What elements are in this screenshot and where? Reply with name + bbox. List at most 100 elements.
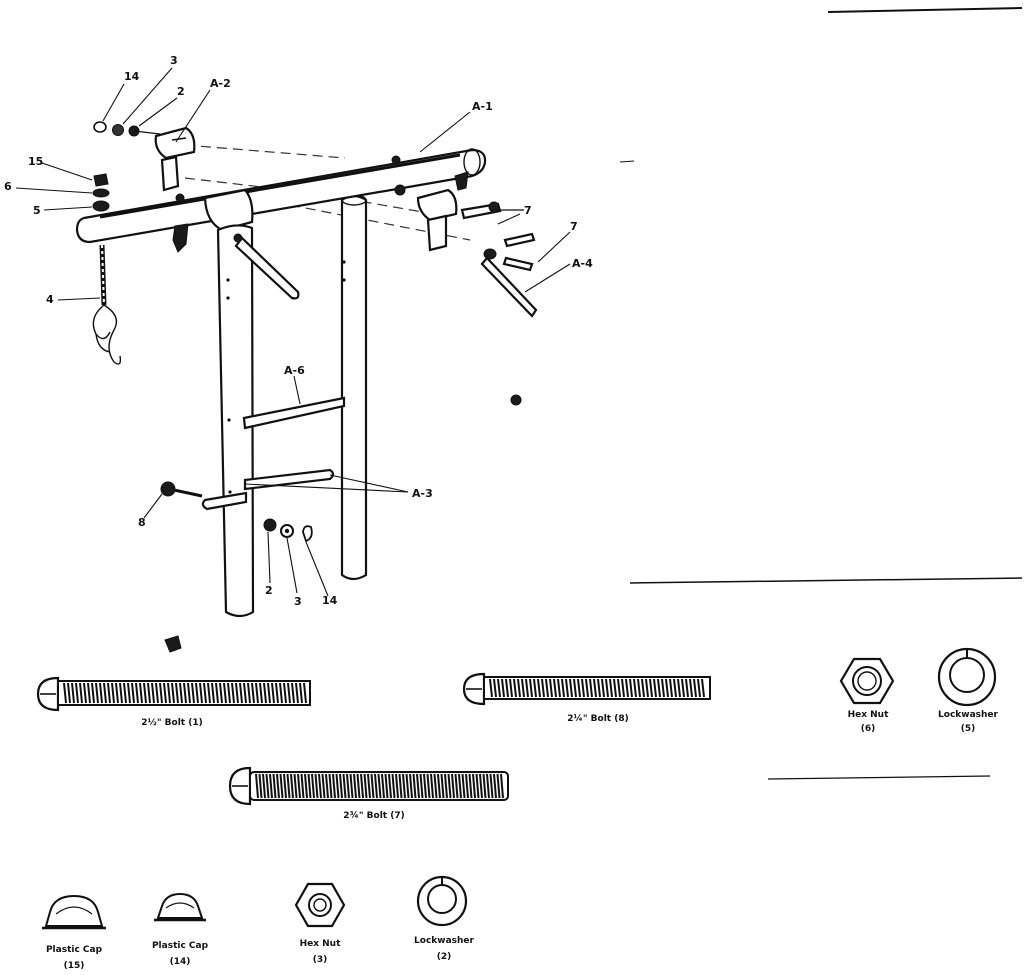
bolt-thread <box>271 682 275 704</box>
bolt-thread <box>589 678 593 698</box>
hex-nut-6-name: Hex Nut <box>848 710 890 720</box>
hanger-clamp <box>172 223 189 253</box>
left-leg-post <box>216 224 255 618</box>
bolt-thread <box>239 682 243 704</box>
bolt-thread <box>657 678 661 698</box>
bolt-thread <box>374 773 378 799</box>
bolt-thread <box>549 678 553 698</box>
bolt-thread <box>339 773 343 799</box>
leader-5 <box>43 206 93 211</box>
bolt-thread <box>685 678 689 698</box>
bolt-thread <box>621 678 625 698</box>
bolt-thread <box>171 682 175 704</box>
bolt-thread <box>697 678 701 698</box>
leader-3-top <box>122 67 173 125</box>
bolt-thread <box>276 773 280 799</box>
bolt-thread <box>381 773 385 799</box>
leader-a3b <box>244 483 409 493</box>
bolt-hole <box>226 278 230 282</box>
bolt-thread <box>665 678 669 698</box>
bolt-thread <box>290 773 294 799</box>
bolt-thread <box>287 682 291 704</box>
callout-a2: A-2 <box>210 77 231 90</box>
bolt-thread <box>356 773 361 799</box>
bolt-thread <box>529 678 533 698</box>
hanger-clamp <box>454 171 469 191</box>
leader-3-bot <box>286 537 298 594</box>
bolt-thread <box>419 773 424 799</box>
scan-line <box>827 7 1023 13</box>
leader-a2 <box>175 89 211 143</box>
bottom-fastener-group <box>160 481 313 543</box>
bolt-thread <box>402 773 406 799</box>
bolt-thread <box>437 773 441 799</box>
crossbar-end-cap <box>463 148 481 176</box>
end-fastener-stack <box>92 173 110 212</box>
bolt-thread <box>179 682 183 704</box>
bolt-thread <box>291 682 295 704</box>
scan-line <box>629 577 1023 584</box>
lockwasher-5-name: Lockwasher <box>938 710 998 720</box>
brace-a3-upper <box>243 468 335 491</box>
callout-a4: A-4 <box>572 257 593 270</box>
callout-a6: A-6 <box>284 364 305 377</box>
bolt-thread <box>577 678 581 698</box>
bolt-thread <box>430 773 434 799</box>
bolt-thread <box>304 773 308 799</box>
bolt-thread <box>482 773 487 799</box>
bolt-thread <box>423 773 427 799</box>
brace-a3-lower <box>201 491 248 511</box>
bolt-thread <box>307 773 312 799</box>
bolt-thread <box>71 682 75 704</box>
bolt-thread <box>63 682 67 704</box>
bolt-thread <box>597 678 601 698</box>
bolt-thread <box>489 678 493 698</box>
hex-nut-3-name: Hex Nut <box>300 939 342 949</box>
bolt-thread <box>689 678 693 698</box>
bolt-thread <box>370 773 375 799</box>
bolt-thread <box>493 773 497 799</box>
bolt-thread <box>283 682 287 704</box>
bolt-thread <box>267 682 271 704</box>
bolt-thread <box>255 682 259 704</box>
hex-nut-6 <box>839 657 895 705</box>
bolt-thread <box>67 682 71 704</box>
bolt-thread <box>486 773 490 799</box>
callout-3-bot: 3 <box>294 595 302 608</box>
bolt-thread <box>115 682 119 704</box>
bolt-thread <box>318 773 322 799</box>
plastic-cap-14-qty: (14) <box>170 957 191 967</box>
bolt-thread <box>593 678 597 698</box>
bolt-thread <box>553 678 557 698</box>
callout-15: 15 <box>28 155 43 168</box>
bolt-thread <box>127 682 131 704</box>
bolt-thread <box>223 682 227 704</box>
callout-8: 8 <box>138 516 146 529</box>
bolt-thread <box>79 682 83 704</box>
plastic-cap-14-name: Plastic Cap <box>152 941 209 951</box>
bolt-7 <box>228 766 509 806</box>
bolt-thread <box>384 773 389 799</box>
callout-7a: 7 <box>524 204 532 217</box>
leader-14-top <box>102 83 125 122</box>
bolt-thread <box>131 682 135 704</box>
bolt-thread <box>269 773 273 799</box>
bolt-thread <box>211 682 215 704</box>
bolt-thread <box>363 773 368 799</box>
rung-a6 <box>242 396 346 430</box>
nut-on-crossbar <box>394 184 406 196</box>
bolt-thread <box>629 678 633 698</box>
scan-line <box>767 775 991 780</box>
hex-nut-3 <box>294 882 346 928</box>
s-hook-assembly <box>92 244 122 365</box>
plastic-cap-15 <box>42 894 106 930</box>
bolt-thread <box>297 773 301 799</box>
bolt-thread <box>258 773 263 799</box>
bolt-thread <box>283 773 287 799</box>
callout-7b: 7 <box>570 220 578 233</box>
scan-line <box>619 160 635 163</box>
bolt-thread <box>147 682 151 704</box>
lockwasher-5-qty: (5) <box>961 724 976 734</box>
lockwasher-2-name: Lockwasher <box>414 936 474 946</box>
bolt-thread <box>279 682 283 704</box>
